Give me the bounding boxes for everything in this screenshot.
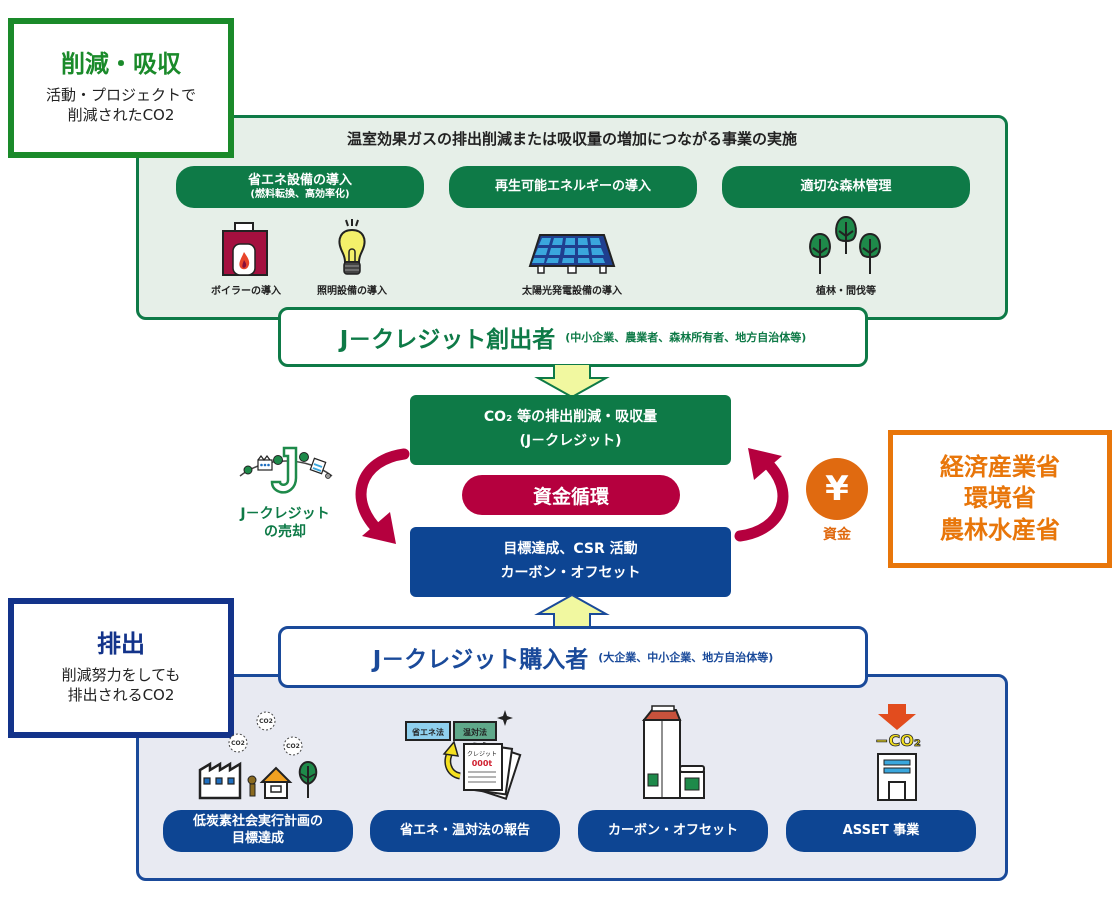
credit-sale-label: J－クレジット の売却	[220, 505, 350, 541]
report-doc-value: 000t	[472, 759, 493, 768]
category-label: 省エネ設備の導入	[247, 172, 352, 188]
curved-arrow-sell-icon	[355, 448, 410, 544]
factory-town-icon: CO2 CO2 CO2	[198, 711, 318, 800]
usage-label-line-2: 目標達成	[231, 831, 284, 846]
credit-buyer-bar: J－クレジット購入者 (大企業、中小企業、地方自治体等)	[278, 626, 868, 688]
target-line-2: カーボン・オフセット	[500, 565, 641, 581]
credit-buyer-note: (大企業、中小企業、地方自治体等)	[598, 651, 774, 664]
emission-callout-desc-1: 削減努力をしても	[61, 665, 181, 684]
credit-creator-bar: J－クレジット創出者 (中小企業、農業者、森林所有者、地方自治体等)	[278, 307, 868, 367]
reduction-projects-panel	[136, 115, 1008, 320]
fund-label: 資金	[823, 527, 851, 543]
solar-panel-icon	[528, 234, 616, 274]
icon-label-solar: 太陽光発電設備の導入	[522, 286, 622, 297]
ministry-meti: 経済産業省	[940, 453, 1060, 482]
usage-label: ASSET 事業	[842, 822, 920, 838]
usage-energy-report: 省エネ・温対法の報告	[370, 810, 560, 852]
usage-label-line-1: 低炭素社会実行計画の	[192, 814, 323, 830]
co2-bubble-text: CO2	[259, 718, 273, 725]
credit-amount-line-1: CO₂ 等の排出削減・吸収量	[483, 409, 658, 426]
usage-label: カーボン・オフセット	[607, 822, 738, 838]
ministry-env: 環境省	[964, 484, 1036, 513]
credit-amount-box: CO₂ 等の排出削減・吸収量 (J－クレジット)	[410, 395, 731, 465]
usage-low-carbon-plan: 低炭素社会実行計画の 目標達成	[163, 810, 353, 852]
category-energy-saving: 省エネ設備の導入 (燃料転換、高効率化)	[176, 166, 424, 208]
credit-buyer-title: J－クレジット購入者	[372, 647, 589, 673]
report-tag-climate: 温対法	[463, 727, 487, 737]
co2-bubble-text: CO2	[286, 743, 300, 750]
category-forest-management: 適切な森林管理	[722, 166, 970, 208]
usage-asset-project: ASSET 事業	[786, 810, 976, 852]
reduction-projects-heading: 温室効果ガスの排出削減または吸収量の増加につながる事業の実施	[346, 130, 797, 148]
credit-creator-note: (中小企業、農業者、森林所有者、地方自治体等)	[565, 331, 807, 344]
emission-callout: 排出 削減努力をしても 排出されるCO2	[8, 598, 234, 738]
category-sublabel: (燃料転換、高効率化)	[250, 188, 350, 200]
icon-label-lighting: 照明設備の導入	[317, 286, 387, 297]
reduction-callout-title: 削減・吸収	[61, 50, 181, 78]
category-label: 適切な森林管理	[800, 178, 892, 194]
ministries-box: 経済産業省 環境省 農林水産省	[888, 430, 1112, 568]
category-renewable-energy: 再生可能エネルギーの導入	[449, 166, 697, 208]
usage-label: 省エネ・温対法の報告	[399, 822, 530, 838]
credit-creator-title: J－クレジット創出者	[339, 327, 556, 353]
fund-cycle-pill: 資金循環	[462, 475, 680, 515]
co2-bubble-text: CO2	[231, 740, 245, 747]
reduction-callout: 削減・吸収 活動・プロジェクトで 削減されたCO2	[8, 18, 234, 158]
target-achievement-box: 目標達成、CSR 活動 カーボン・オフセット	[410, 527, 731, 597]
product-package-icon	[641, 705, 705, 799]
credit-sale-line-1: J－クレジット	[240, 506, 330, 522]
yen-icon: ¥	[806, 458, 868, 520]
target-line-1: 目標達成、CSR 活動	[503, 541, 638, 558]
icon-label-boiler: ボイラーの導入	[211, 286, 281, 297]
report-documents-icon: 省エネ法 温対法 クレジット 000t	[405, 710, 522, 800]
light-bulb-icon	[338, 219, 366, 275]
ministry-maff: 農林水産省	[940, 515, 1060, 544]
arrow-up-icon	[534, 594, 610, 628]
j-credit-logo-icon	[239, 446, 333, 494]
reduction-callout-desc-2: 削減されたCO2	[67, 106, 175, 125]
emission-callout-desc-2: 排出されるCO2	[67, 686, 175, 705]
report-tag-energy: 省エネ法	[411, 727, 444, 737]
credit-sale-line-2: の売却	[264, 524, 306, 541]
category-label: 再生可能エネルギーの導入	[494, 178, 651, 194]
minus-co2-building-icon: −CO₂	[875, 704, 921, 801]
emission-callout-title: 排出	[97, 630, 145, 658]
curved-arrow-fund-icon	[734, 448, 789, 542]
usage-carbon-offset: カーボン・オフセット	[578, 810, 768, 852]
icon-label-trees: 植林・間伐等	[816, 286, 876, 297]
trees-icon	[809, 215, 881, 274]
credit-amount-line-2: (J－クレジット)	[519, 433, 622, 449]
minus-co2-text: −CO₂	[875, 731, 921, 750]
reduction-callout-desc-1: 活動・プロジェクトで	[45, 85, 196, 104]
arrow-down-icon	[534, 364, 610, 398]
boiler-icon	[222, 222, 268, 276]
report-doc-title: クレジット	[467, 751, 497, 758]
